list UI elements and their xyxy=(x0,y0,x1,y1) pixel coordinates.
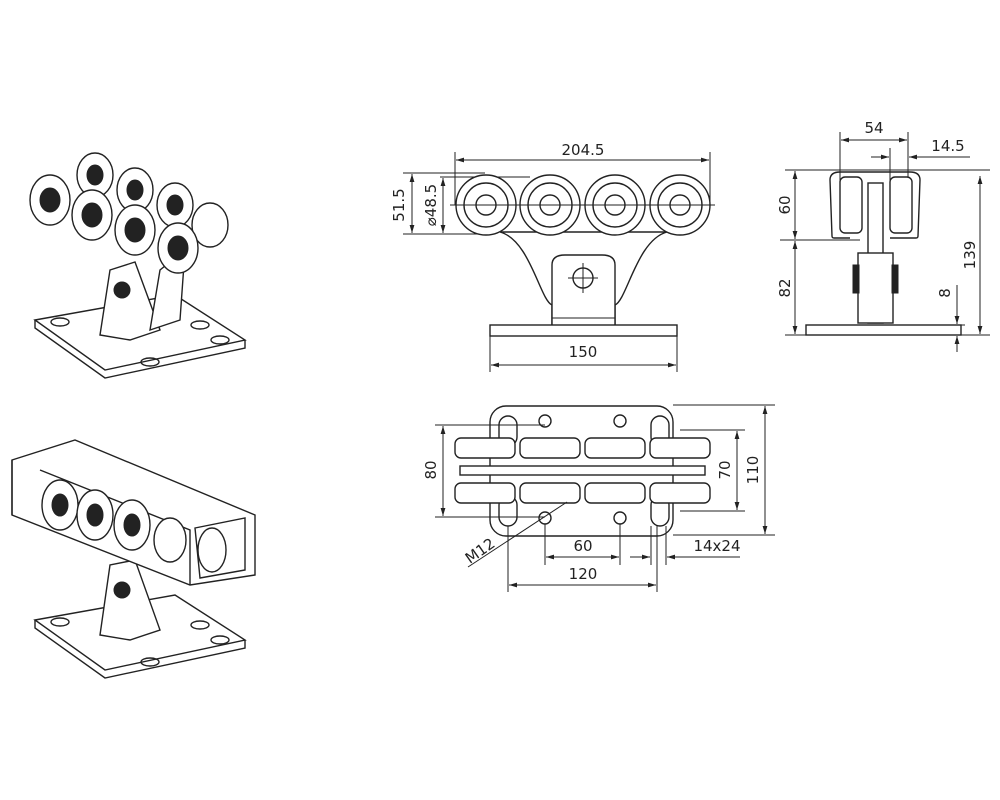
isometric-view-with-channel xyxy=(11,439,256,679)
wheels xyxy=(450,174,715,236)
dim-wheel-height: 51.5 xyxy=(390,188,408,221)
bracket xyxy=(99,261,161,341)
label-bolt-size: M12 xyxy=(462,534,499,567)
dim-total-height: 139 xyxy=(961,241,979,270)
base-plate xyxy=(489,324,678,337)
rollers xyxy=(454,437,711,504)
side-view: 54 14.5 60 82 139 8 xyxy=(776,119,990,352)
dim-wheel-diameter: ⌀48.5 xyxy=(422,184,440,226)
dim-slot-size: 14x24 xyxy=(693,537,740,555)
dim-plate-depth: 110 xyxy=(744,456,762,485)
dim-hole-spacing: 60 xyxy=(573,537,592,555)
dim-wheel-span: 80 xyxy=(422,460,440,479)
dim-base-width: 150 xyxy=(569,343,598,361)
dim-inner-span: 70 xyxy=(716,460,734,479)
dim-channel-width: 54 xyxy=(864,119,883,137)
dim-channel-height: 60 xyxy=(776,195,794,214)
dim-width-overall: 204.5 xyxy=(562,141,605,159)
wheels xyxy=(29,152,229,274)
front-view: 204.5 51.5 ⌀48.5 150 xyxy=(390,141,715,372)
top-view: 80 70 110 M12 60 14x24 120 xyxy=(422,404,775,592)
dim-slot-spacing: 120 xyxy=(569,565,598,583)
channel xyxy=(829,171,921,239)
base-plate xyxy=(805,324,962,336)
dim-offset: 14.5 xyxy=(931,137,964,155)
dim-lower-height: 82 xyxy=(776,278,794,297)
isometric-view-open xyxy=(29,152,247,379)
dim-plate-thickness: 8 xyxy=(936,288,954,298)
